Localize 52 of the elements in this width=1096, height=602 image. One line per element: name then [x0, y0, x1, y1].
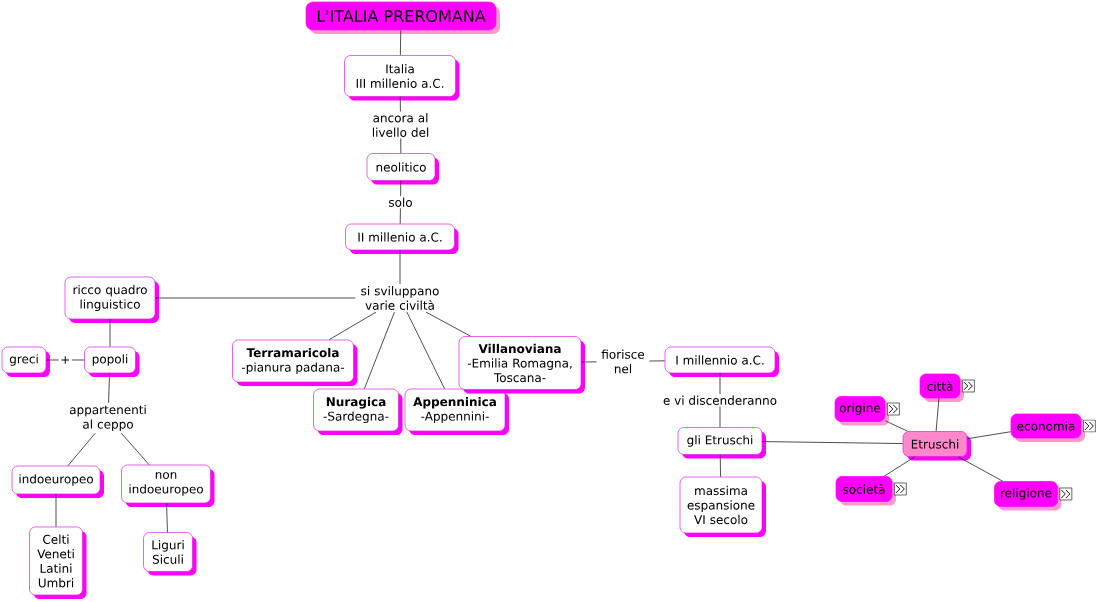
- edge-label: ancora al livello del: [368, 111, 434, 139]
- concept-box: massima espansione VI secolo: [679, 476, 766, 537]
- connector-line: [399, 249, 401, 285]
- edge-label: e vi discenderanno: [661, 394, 779, 407]
- concept-box: II millenio a.C.: [345, 223, 459, 254]
- connector-line: [883, 456, 916, 477]
- title-box: L'ITALIA PREROMANA: [305, 1, 500, 34]
- connector-line: [966, 431, 1012, 440]
- connector-line: [109, 318, 111, 348]
- concept-box: Celti Veneti Latini Umbri: [29, 526, 87, 599]
- connector-line: [425, 311, 471, 337]
- concept-box: gli Etruschi: [677, 427, 766, 459]
- connector-line: [154, 297, 356, 299]
- connector-line: [406, 311, 445, 390]
- connector-line: [45, 359, 85, 361]
- linking-phrase: si sviluppano varie civiltà: [361, 286, 439, 310]
- linking-phrase: appartenenti al ceppo: [69, 404, 146, 432]
- concept-box: popoli: [84, 346, 140, 377]
- concept-box: neolitico: [366, 153, 439, 185]
- edge-label: solo: [386, 196, 415, 209]
- connector-line: [108, 372, 110, 404]
- connector-line: [399, 29, 402, 56]
- concept-box: Appenninica -Appennini-: [404, 388, 509, 435]
- connector-line: [328, 311, 377, 341]
- connector-line: [67, 432, 96, 467]
- concept-box: Etruschi: [902, 431, 971, 461]
- topic-box: società: [835, 476, 896, 506]
- concept-box: Terramaricola -pianura padana-: [232, 339, 358, 386]
- concept-box: Liguri Siculi: [143, 532, 197, 576]
- concept-box: greci: [1, 346, 50, 377]
- concept-box: Italia III millenio a.C.: [344, 55, 460, 101]
- topic-box: origine: [834, 396, 889, 426]
- concept-box: Villanoviana -Emilia Romagna, Toscana-: [458, 336, 585, 394]
- topic-box: città: [919, 373, 964, 402]
- connector-line: [121, 432, 150, 466]
- connector-line: [958, 456, 1004, 482]
- topic-box: religione: [994, 481, 1062, 511]
- topic-box: economia: [1010, 413, 1085, 442]
- connector-line: [166, 502, 168, 533]
- concept-box: ricco quadro linguistico: [64, 276, 159, 323]
- connector-line: [884, 420, 908, 432]
- concept-box: I millennio a.C.: [664, 346, 779, 377]
- connector-line: [935, 397, 940, 432]
- concept-box: Nuragica -Sardegna-: [313, 388, 403, 435]
- edge-label: fiorisce nel: [596, 348, 650, 375]
- concept-box: indoeuropeo: [11, 465, 104, 498]
- connector-line: [55, 493, 57, 528]
- edge-label: +: [58, 354, 72, 366]
- connector-line: [719, 454, 721, 478]
- connector-line: [761, 441, 904, 444]
- concept-box: non indoeuropeo: [121, 464, 215, 507]
- connector-line: [364, 311, 395, 390]
